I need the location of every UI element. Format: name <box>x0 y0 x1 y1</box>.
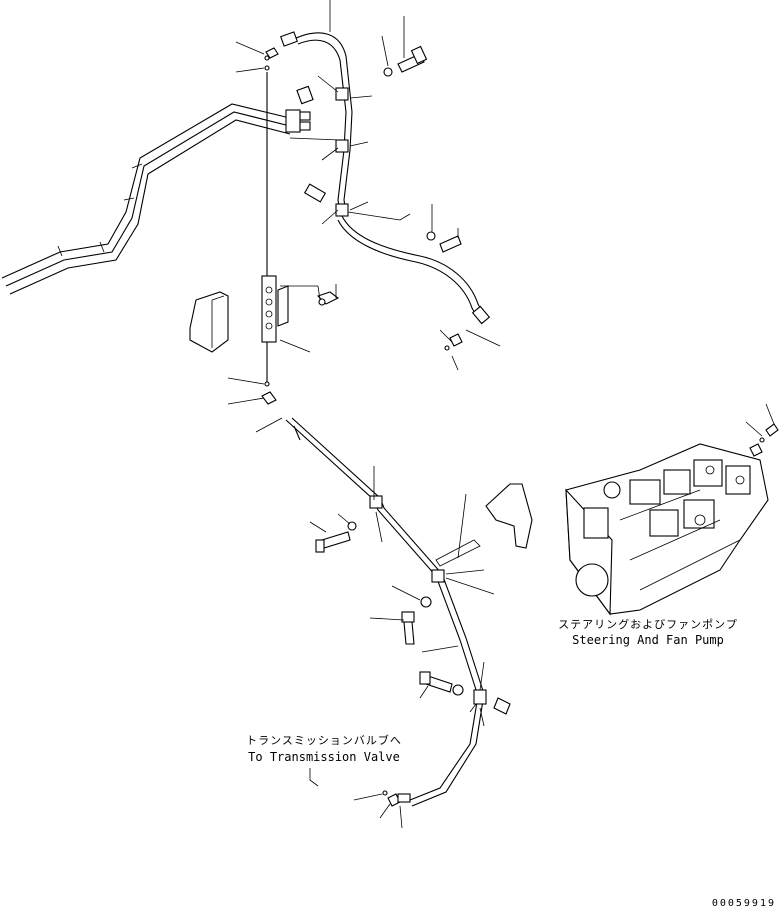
trans-label-jp: トランスミッションバルブへ <box>246 733 402 747</box>
manifold-block <box>189 275 340 353</box>
steering-fan-pump <box>565 423 779 616</box>
upper-hose <box>280 31 491 325</box>
long-pipe-assembly <box>1 103 291 295</box>
trans-label-en: To Transmission Valve <box>248 750 400 764</box>
pump-label-en: Steering And Fan Pump <box>572 633 724 647</box>
top-fittings <box>264 47 349 217</box>
bolt-upper <box>383 45 462 253</box>
lower-pipe <box>285 417 511 807</box>
bottom-fittings <box>382 790 411 807</box>
bracket <box>435 483 533 567</box>
drawing-number: 00059919 <box>712 898 776 909</box>
bolts-middle <box>315 521 464 696</box>
transmission-arrow <box>309 768 319 787</box>
leader-lines <box>227 0 775 829</box>
pump-label-jp: ステアリングおよびファンポンプ <box>558 617 738 631</box>
lower-fittings <box>261 333 463 405</box>
